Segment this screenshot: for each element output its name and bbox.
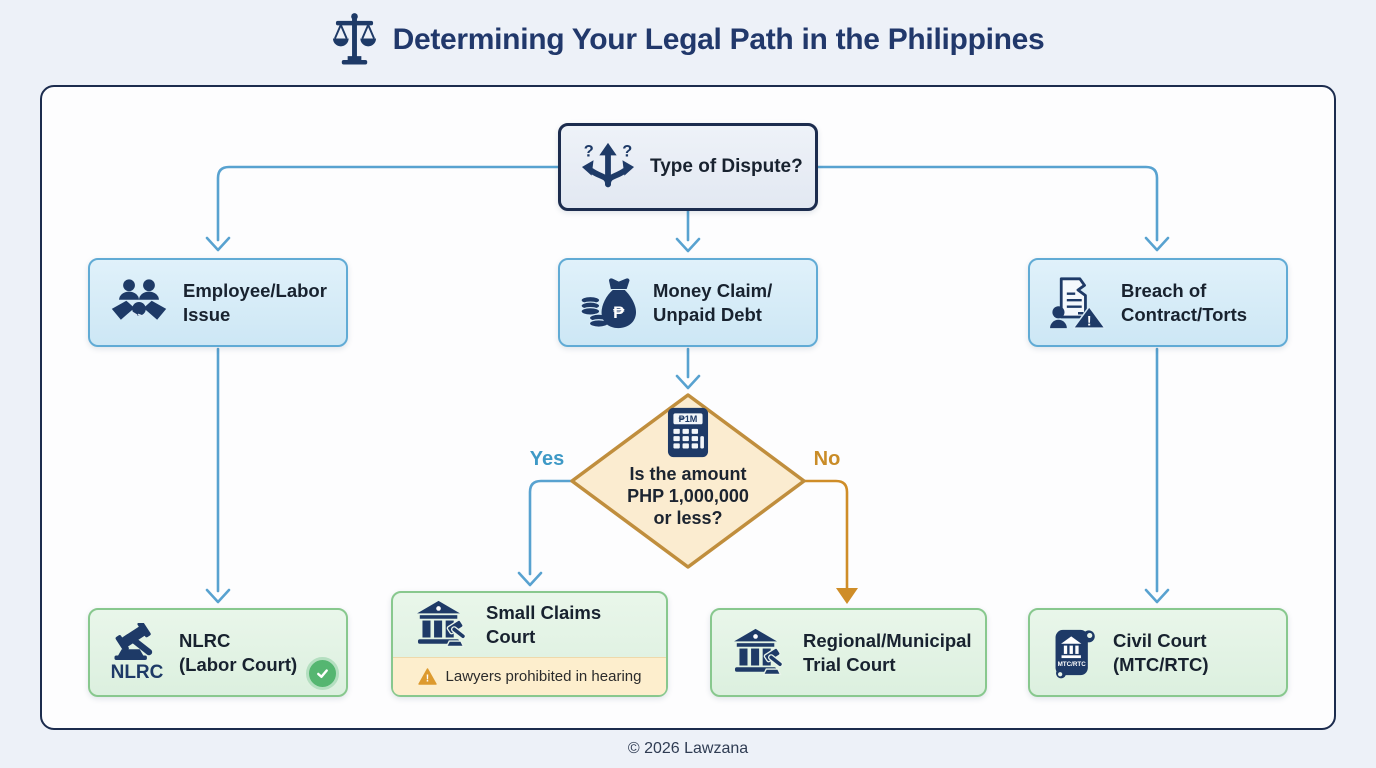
page-title: Determining Your Legal Path in the Phili… bbox=[392, 22, 1045, 56]
courthouse-gavel-icon bbox=[415, 600, 471, 650]
gavel-icon-caption: NLRC bbox=[110, 662, 164, 683]
money-bag-icon: ₱ bbox=[580, 276, 638, 330]
node-label: NLRC (Labor Court) bbox=[179, 629, 298, 675]
node-amount-decision: ₱1M Is the amount PHP 1,000,000 or less? bbox=[588, 407, 788, 530]
node-label: Type of Dispute? bbox=[650, 155, 803, 177]
footer-credit: © 2026 Lawzana bbox=[627, 740, 749, 757]
warning-triangle-icon: ! bbox=[417, 668, 437, 685]
decision-text-line: or less? bbox=[653, 507, 723, 528]
small-claims-main: Small Claims Court bbox=[393, 593, 666, 657]
node-small-claims-court: Small Claims Court ! Lawyers prohibited … bbox=[391, 591, 668, 697]
svg-text:!: ! bbox=[425, 674, 428, 685]
calculator-display: ₱1M bbox=[679, 414, 698, 424]
node-type-of-dispute: ? ? Type of Dispute? bbox=[558, 123, 818, 211]
node-label: Breach of Contract/Torts bbox=[1121, 279, 1248, 325]
node-label: Regional/Municipal Trial Court bbox=[803, 629, 972, 675]
node-label: Money Claim/ Unpaid Debt bbox=[653, 279, 773, 325]
check-badge-icon bbox=[306, 657, 339, 690]
svg-text:?: ? bbox=[584, 142, 594, 160]
node-nlrc-labor-court: NLRC NLRC (Labor Court) bbox=[88, 608, 348, 697]
node-breach-of-contract-torts: ! Breach of Contract/Torts bbox=[1028, 258, 1288, 347]
court-scroll-icon: MTC/RTC bbox=[1050, 626, 1098, 680]
node-label: Civil Court (MTC/RTC) bbox=[1113, 629, 1209, 675]
svg-text:!: ! bbox=[1087, 312, 1092, 328]
branching-arrows-icon: ? ? bbox=[581, 140, 635, 194]
node-money-claim-unpaid-debt: ₱ Money Claim/ Unpaid Debt bbox=[558, 258, 818, 347]
lawyers-warning-banner: ! Lawyers prohibited in hearing bbox=[393, 657, 666, 695]
decision-text-line: Is the amount bbox=[629, 464, 747, 484]
gavel-icon: NLRC bbox=[110, 623, 164, 682]
scroll-icon-caption: MTC/RTC bbox=[1058, 660, 1087, 667]
scales-of-justice-icon bbox=[332, 12, 377, 67]
node-civil-court-mtc-rtc: MTC/RTC Civil Court (MTC/RTC) bbox=[1028, 608, 1288, 697]
yes-edge-label: Yes bbox=[529, 448, 565, 470]
calculator-icon: ₱1M bbox=[667, 407, 709, 458]
node-regional-municipal-trial-court: Regional/Municipal Trial Court bbox=[710, 608, 987, 697]
labor-handshake-icon bbox=[110, 278, 168, 327]
svg-text:?: ? bbox=[622, 142, 632, 160]
node-label: Employee/Labor Issue bbox=[183, 279, 327, 325]
no-edge-label: No bbox=[813, 448, 841, 470]
header: Determining Your Legal Path in the Phili… bbox=[0, 12, 1376, 67]
node-label: Small Claims Court bbox=[486, 602, 602, 647]
node-employee-labor-issue: Employee/Labor Issue bbox=[88, 258, 348, 347]
decision-text-line: PHP 1,000,000 bbox=[627, 485, 749, 506]
courthouse-gavel-icon bbox=[732, 628, 788, 678]
broken-contract-icon: ! bbox=[1050, 276, 1106, 330]
warning-text: Lawyers prohibited in hearing bbox=[445, 668, 642, 685]
svg-text:₱: ₱ bbox=[613, 302, 625, 321]
